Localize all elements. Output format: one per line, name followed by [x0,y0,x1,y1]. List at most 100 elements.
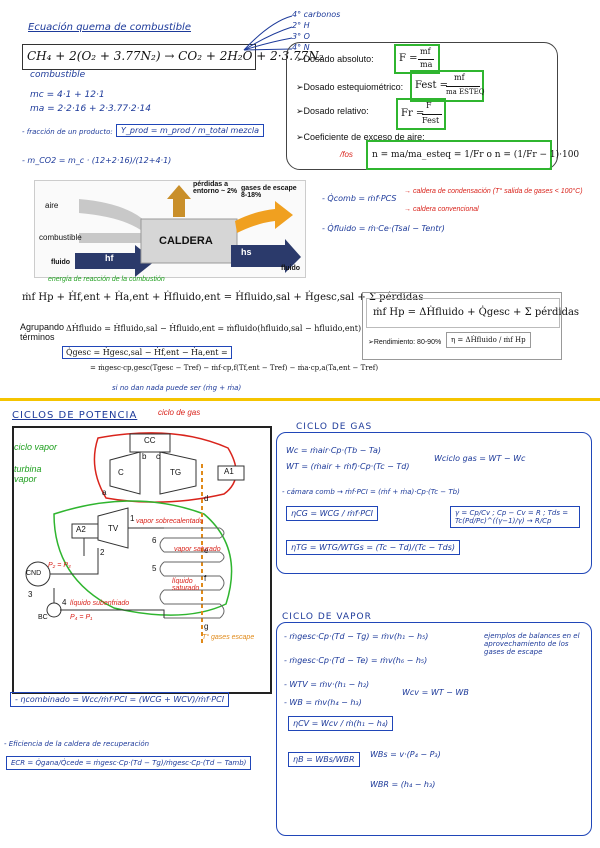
combustion-title: Ecuación quema de combustible [28,22,191,33]
point-a: a [102,488,107,497]
main-equation: CH₄ + 2(O₂ + 3.77N₂) → CO₂ + 2H₂O + 2·3.… [22,44,324,70]
rendimiento-eq: η = ΔḢfluido / ṁf Hp [446,332,531,348]
point-1: 1 [130,514,135,523]
vapor-sat-label: vapor saturado [174,546,221,553]
turbina-vapor-label: turbina vapor [14,464,42,484]
note-h: 2° H [292,21,310,30]
fos-label: /fos [340,150,353,159]
c-label: C [118,468,124,477]
tg-label: TG [170,468,182,477]
caldera-label: CALDERA [159,235,213,247]
f-absoluto-box: F = mf ma [394,44,440,74]
pcs-note: → caldera de condensación (T° salida de … [404,188,583,195]
rendimiento-panel [362,292,562,360]
note-n: 4° N [292,43,310,52]
wtv-eq: - WTV = ṁv·(h₁ − h₂) [284,680,370,689]
cc-label: CC [144,436,156,445]
point-6: 6 [152,536,157,545]
point-b: b [142,452,147,461]
aire-label: aire [45,201,59,210]
f-relativo-box: Fr = F Fest [396,98,446,130]
pci-note: → caldera convencional [404,206,479,213]
eficiencia-label: - Eficiencia de la caldera de recuperaci… [4,740,150,748]
point-5: 5 [152,564,157,573]
bc-label: BC [38,614,48,621]
point-2: 2 [100,548,105,557]
f-esteq-box: Fest = mf ma ESTEQ [410,70,484,102]
point-g: g [204,622,209,631]
agrupando-label: Agrupando términos [20,322,65,342]
q-fluido: - Q̇fluido = ṁ·Ce·(Tsal − Tentr) [322,224,445,233]
ciclo-vapor-label: ciclo vapor [14,442,58,452]
energy-note: energía de reacción de la combustión [48,276,165,283]
cnd-label: CND [26,570,42,577]
wciclo-eq: Wciclo gas = WT − Wc [434,454,526,463]
balances-note: ejemplos de balances en el aprovechamien… [484,632,580,656]
dosado-absoluto-label: ➢Dosado absoluto: [296,54,374,64]
cv-title: CICLO DE VAPOR [282,612,372,622]
wbr-eq: WBR = (h₄ − h₃) [370,780,436,789]
gases-label: gases de escape 8-18% [241,185,297,199]
cycle-svg [25,432,245,646]
note-arrows [243,15,293,51]
ecr-eq: ECR = Q̇gana/Q̇cede = ṁgesc·Cp·(Td − Tg)… [6,756,252,770]
q-comb: - Q̇comb = ṁf·PCS [322,194,397,203]
note-o: 3° O [292,32,310,41]
p4p1-label: P₄ = P₁ [70,614,93,621]
fluido-out-label: fluido [281,265,301,272]
boiler-svg [75,185,301,277]
fluido-in-label: fluido [51,259,71,266]
hf-label: hf [105,253,114,263]
boiler-diagram: aire combustible fluido fluido CALDERA h… [34,180,306,278]
mco2-eq: - m_CO2 = m_c · (12+2·16)/(12+4·1) [22,156,172,165]
cg-panel [276,432,592,574]
right-energy-eq: ṁf Hp = ΔḢfluido + Q̇gesc + Σ pérdidas [366,298,579,328]
ncv-eq: ηCV = Wcv / ṁ(h₁ − h₄) [288,716,394,731]
dosado-relativo-label: ➢Dosado relativo: [296,106,369,116]
note-carbonos: 4° carbonos [292,10,341,19]
point-3: 3 [28,590,33,599]
wb-eq: - WB = ṁv(h₄ − h₃) [284,698,362,707]
mgesc1-eq: - ṁgesc·Cp·(Td − Tg) = ṁv(h₁ − h₅) [284,632,429,641]
wbs-eq: WBs = v·(P₄ − P₃) [370,750,441,759]
p2p3-label: P₂ = P₃ [48,562,71,569]
ciclos-title: CICLOS DE POTENCIA [12,410,138,421]
a1-label: A1 [224,467,234,476]
wcv-eq: Wcv = WT − WB [402,688,469,697]
point-4: 4 [62,598,67,607]
q-gesc-eq2: = ṁgesc·cp,gesc(Tgesc − Tref) − ṁf·cp,f(… [90,364,379,372]
rendimiento-label: ➢Rendimiento: 80-90% [368,339,442,346]
point-d: d [204,494,209,503]
dosado-esteq-label: ➢Dosado estequiométrico: [296,82,404,92]
ncombinado-eq: - ηcombinado = Wcc/ṁf·PCI = (WCG + WCV)/… [10,692,230,707]
cg-title: CICLO DE GAS [296,422,373,432]
gamma-box: γ = Cp/Cv ; Cp − Cv = R ; Tds = Tc(Pd/Pc… [450,506,580,528]
point-e: e [204,546,209,555]
delta-h-eq: ΔḢfluido = Ḣfluido,sal − Ḣfluido,ent = ṁ… [66,324,362,333]
point-f: f [204,574,207,583]
section-divider [0,398,600,401]
energy-balance: ṁf Hp + Ḣf,ent + Ḣa,ent + Ḣfluido,ent = … [22,292,424,303]
combustible-diag-label: combustible [39,233,82,242]
vapor-sobre-label: vapor sobrecalentado [136,518,204,525]
ntg-eq: ηTG = WTG/WTGs = (Tc − Td)/(Tc − Tds) [286,540,461,555]
a2-label: A2 [76,525,86,534]
hs-label: hs [241,247,252,257]
ciclo-gas-label: ciclo de gas [158,408,201,417]
combustible-label: combustible [30,70,86,80]
liq-sub-label: líquido subenfriado [70,600,130,607]
point-c: c [156,452,160,461]
fraccion-label: - fracción de un producto: [22,128,113,136]
fraccion-formula: Y_prod = m_prod / m_total mezcla [116,124,264,137]
wc-eq: Wc = ṁair·Cp·(Tb − Ta) [286,446,381,455]
gases-escape-label: T° gases escape [202,634,255,641]
mgesc2-eq: - ṁgesc·Cp·(Td − Te) = ṁv(h₆ − h₅) [284,656,428,665]
perdidas-label: pérdidas a entorno ~ 2% [193,181,238,195]
coef-exceso-label: ➢Coeficiente de exceso de aire: [296,132,425,142]
cycle-diagram: CC C TG A1 A2 TV CND BC 1 2 3 4 5 6 a b … [12,426,272,694]
liq-sat-label: líquido saturado [172,578,200,592]
wt-eq: WT = (ṁair + ṁf)·Cp·(Tc − Td) [286,462,410,471]
no-dan-note: si no dan nada puede ser (ṁg + ṁa) [112,384,242,392]
q-gesc-eq: Q̇gesc = Ḣgesc,sal − Ḣf,ent − Ḣa,ent = [62,346,232,359]
